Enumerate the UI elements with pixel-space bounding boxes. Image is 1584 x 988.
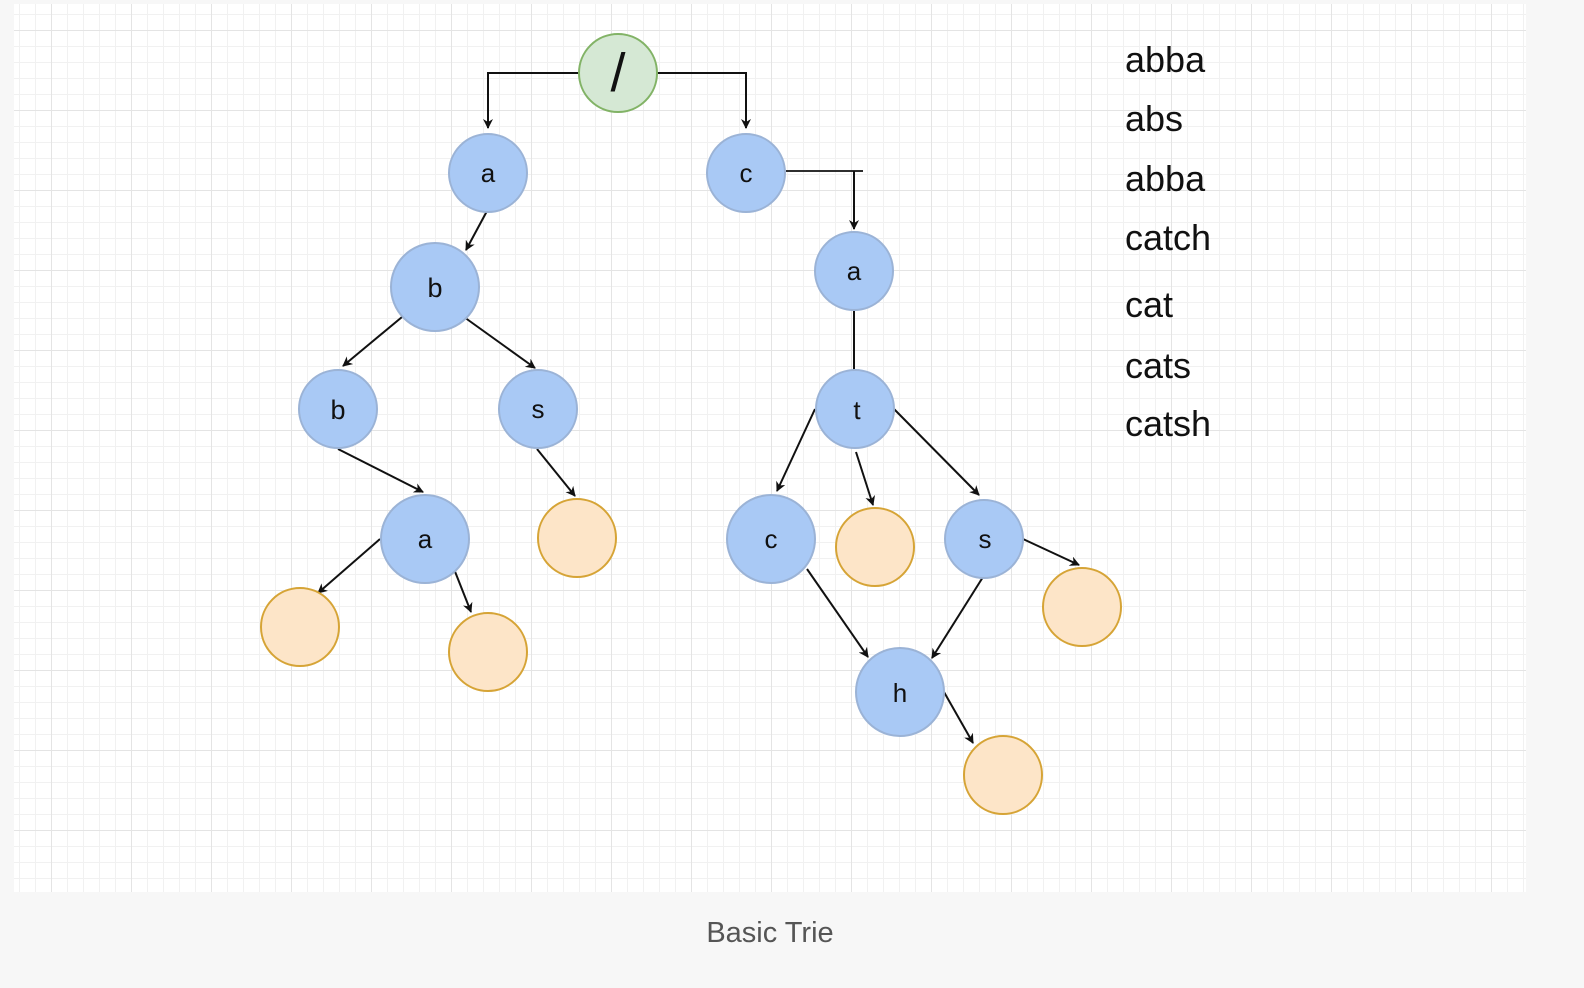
edge-h-end [943,691,974,744]
root-node: / [578,33,658,113]
trie-edges [317,72,1080,744]
end-node [448,612,528,692]
node-label: c [765,524,778,554]
figure-caption: Basic Trie [706,917,834,949]
edge-b-a [337,448,424,493]
end-node [835,507,915,587]
edge-s-end-right [1022,538,1080,566]
word-item: abba [1125,158,1206,199]
edge-t-c [776,408,816,492]
end-node [537,498,617,578]
trie-node: a [448,133,528,213]
edge-b-b [342,316,403,367]
end-node [963,735,1043,815]
trie-node: t [815,369,895,449]
end-node [1042,567,1122,647]
node-label: a [418,524,433,554]
trie-node: a [814,231,894,311]
inner-nodes: a c b a b s t [298,133,1024,737]
word-item: catsh [1125,403,1211,444]
edge-s-end [536,448,576,497]
trie-diagram: / a c b a b [260,33,1211,815]
word-item: abs [1125,98,1183,139]
edge-t-end [855,451,876,506]
end-node [260,587,340,667]
word-item: cat [1125,284,1173,325]
edge-root-a [483,72,579,129]
trie-node: a [380,494,470,584]
node-label: s [979,524,992,554]
node-label: h [893,678,907,708]
node-label: s [532,394,545,424]
diagram-canvas: / a c b a b [14,4,1526,892]
end-nodes [260,498,1122,815]
trie-node: s [944,499,1024,579]
node-label: a [481,158,496,188]
word-item: catch [1125,217,1211,258]
node-label: t [853,395,861,425]
edge-root-c [657,72,751,129]
root-label: / [610,43,625,103]
trie-node: b [390,242,480,332]
trie-node: c [726,494,816,584]
edge-b-s [463,316,536,369]
node-label: b [427,273,442,303]
node-label: b [330,395,345,425]
node-label: c [740,158,753,188]
edge-s-h [931,576,984,659]
edge-c-h [806,568,869,658]
trie-node: c [706,133,786,213]
edge-t-s [893,408,980,496]
node-label: a [847,256,862,286]
word-list: abba abs abba catch cat cats catsh [1125,39,1211,444]
edge-a-end-left [317,538,381,594]
edge-a-b [465,210,488,251]
trie-node: s [498,369,578,449]
word-item: abba [1125,39,1206,80]
trie-node: b [298,369,378,449]
word-item: cats [1125,345,1191,386]
trie-node: h [855,647,945,737]
edge-a-end-right [453,568,473,613]
